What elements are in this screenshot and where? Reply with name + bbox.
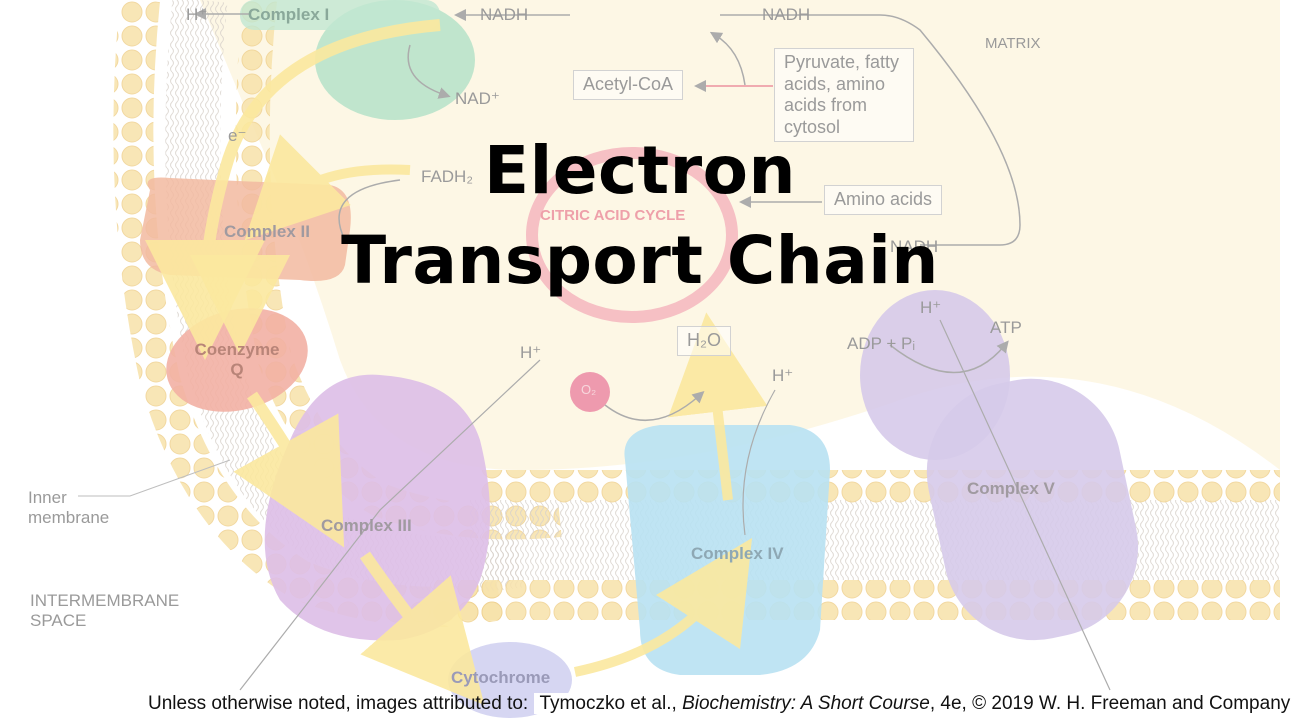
complex-v-stalk <box>926 378 1139 641</box>
citric-acid-cycle-label: CITRIC ACID CYCLE <box>540 207 686 224</box>
nadh-label-matrix: NADH <box>762 5 811 24</box>
adp-pi-label: ADP + Pᵢ <box>847 334 916 353</box>
complex-iii-proton-line <box>239 359 541 691</box>
atp-synthase-curve <box>889 340 1009 374</box>
h2o-box: H₂O <box>677 326 731 356</box>
slide-title-line-1: Electron <box>483 132 797 209</box>
matrix-label: MATRIX <box>985 35 1041 52</box>
complex-iv-proton-line <box>742 389 776 536</box>
membrane-bottom-heads <box>430 580 1280 620</box>
electron-flow-arrow-5 <box>360 551 485 706</box>
credit-prefix: Unless otherwise noted, images attribute… <box>148 693 529 714</box>
nad-plus-label: NAD⁺ <box>455 89 500 108</box>
complex-i-top <box>240 0 440 30</box>
hplus-label-complex-iii: H⁺ <box>520 343 542 362</box>
nadh-label-top: NADH <box>480 5 529 24</box>
nadh-loop-line <box>407 44 451 99</box>
attribution-credit: Unless otherwise noted, images attribute… <box>148 690 1296 718</box>
inner-membrane-label: Inner membrane <box>28 488 110 527</box>
amino-acids-box: Amino acids <box>824 185 943 215</box>
matrix-region <box>200 0 1280 470</box>
complex-v-proton-line <box>939 319 1111 691</box>
pyruvate-source-box: Pyruvate, fatty acids, amino acids from … <box>774 48 914 143</box>
o2-to-h2o-line <box>604 390 705 422</box>
complex-iii-label: Complex III <box>321 516 412 535</box>
credit-author: Tymoczko et al., <box>539 693 677 714</box>
hplus-label-complex-i: H⁺ <box>186 5 208 24</box>
electron-flow-arrow-4 <box>233 391 345 548</box>
pyruvate-arrow-up <box>709 31 746 86</box>
membrane-top-heads <box>480 470 1280 504</box>
complex-v-label: Complex V <box>967 479 1055 498</box>
matrix-nadh-loop <box>720 14 1021 246</box>
fadh2-loop-line <box>338 179 401 241</box>
slide-title-line-2: Transport Chain <box>341 222 939 299</box>
electron-flow-arrow-7 <box>668 312 768 501</box>
citric-acid-cycle-ring <box>526 147 738 323</box>
complex-i-label: Complex I <box>248 5 330 24</box>
hplus-label-complex-iv: H⁺ <box>772 366 794 385</box>
intermembrane-space-label: INTERMEMBRANE SPACE <box>30 591 180 630</box>
nadh-label-cycle: NADH <box>890 237 939 256</box>
credit-book-title: Biochemistry: A Short Course <box>682 693 930 714</box>
atp-label: ATP <box>990 318 1022 337</box>
complex-iv-label: Complex IV <box>691 544 784 563</box>
cytochrome-label: Cytochrome <box>451 668 551 687</box>
membrane-tails-flat <box>470 500 1280 580</box>
electron-flow-arrow-6 <box>573 537 753 677</box>
complex-ii-label: Complex II <box>224 222 310 241</box>
electron-flow-arrow-2 <box>244 134 411 241</box>
electron-label: e⁻ <box>228 126 247 145</box>
coenzyme-q-label: Coenzyme Q <box>194 340 280 379</box>
inner-membrane-pointer <box>78 459 231 497</box>
acetyl-coa-box: Acetyl-CoA <box>573 70 684 100</box>
o2-label: O₂ <box>581 382 597 397</box>
fadh2-label: FADH₂ <box>421 167 473 186</box>
hplus-label-complex-v: H⁺ <box>920 298 942 317</box>
credit-publisher: , 4e, © 2019 W. H. Freeman and Company <box>929 693 1291 714</box>
electron-flow-arrow-1 <box>145 19 441 360</box>
credit-source: Tymoczko et al., Biochemistry: A Short C… <box>533 693 1296 714</box>
o2-molecule <box>570 372 610 412</box>
